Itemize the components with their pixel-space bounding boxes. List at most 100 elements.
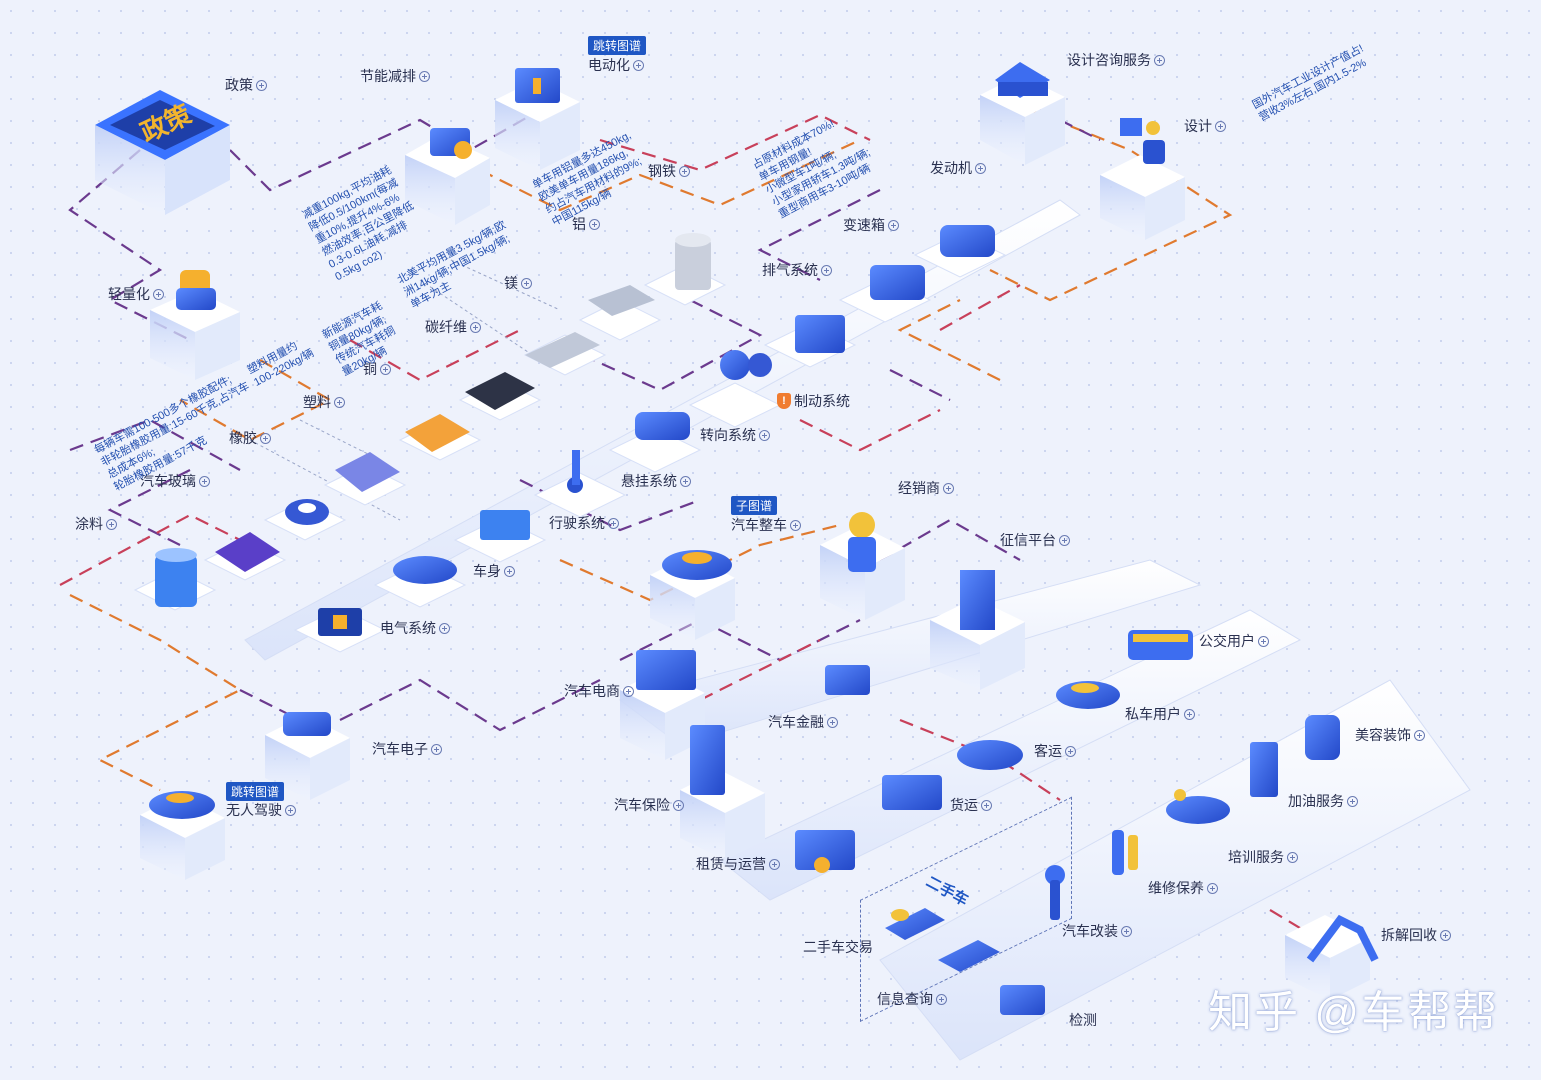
expand-icon[interactable] xyxy=(1059,534,1070,546)
expand-icon[interactable] xyxy=(1154,54,1165,66)
node-dealer[interactable]: 经销商 xyxy=(898,478,954,498)
expand-icon[interactable] xyxy=(431,743,442,755)
node-finance[interactable]: 汽车金融 xyxy=(768,712,838,732)
expand-icon[interactable] xyxy=(1065,745,1076,757)
node-beauty[interactable]: 美容装饰 xyxy=(1355,725,1425,745)
node-electrical[interactable]: 电气系统 xyxy=(380,618,450,638)
node-modification[interactable]: 汽车改装 xyxy=(1062,921,1132,941)
fuel-icon xyxy=(1250,742,1278,797)
node-lightweight[interactable]: 轻量化 xyxy=(108,284,164,304)
subgraph-tag[interactable]: 子图谱 xyxy=(731,496,778,515)
node-electrification[interactable]: 电动化 xyxy=(588,55,644,75)
expand-icon[interactable] xyxy=(680,475,691,487)
expand-icon[interactable] xyxy=(759,429,770,441)
expand-icon[interactable] xyxy=(936,993,947,1005)
expand-icon[interactable] xyxy=(1215,120,1226,132)
node-plastic[interactable]: 塑料 xyxy=(303,392,345,412)
node-vehicle[interactable]: 汽车整车 xyxy=(731,515,801,535)
expand-icon[interactable] xyxy=(888,219,899,231)
expand-icon[interactable] xyxy=(1207,882,1218,894)
transmission-icon xyxy=(870,265,925,300)
expand-icon[interactable] xyxy=(199,475,210,487)
node-body[interactable]: 车身 xyxy=(473,561,515,581)
expand-icon[interactable] xyxy=(679,165,690,177)
expand-icon[interactable] xyxy=(975,162,986,174)
node-engine[interactable]: 发动机 xyxy=(930,158,986,178)
expand-icon[interactable] xyxy=(285,804,296,816)
expand-icon[interactable] xyxy=(1121,925,1132,937)
expand-icon[interactable] xyxy=(260,432,271,444)
expand-icon[interactable] xyxy=(1287,851,1298,863)
designer-icon xyxy=(1120,118,1165,164)
node-ecommerce[interactable]: 汽车电商 xyxy=(564,681,634,701)
node-steering[interactable]: 转向系统 xyxy=(700,425,770,445)
node-insurance[interactable]: 汽车保险 xyxy=(614,795,684,815)
node-copper[interactable]: 铜 xyxy=(363,359,391,379)
node-magnesium[interactable]: 镁 xyxy=(504,273,532,293)
expand-icon[interactable] xyxy=(769,858,780,870)
electronics-icon xyxy=(283,712,331,736)
node-transmission[interactable]: 变速箱 xyxy=(843,215,899,235)
node-coating[interactable]: 涂料 xyxy=(75,514,117,534)
node-private-user[interactable]: 私车用户 xyxy=(1125,704,1195,724)
node-info-query[interactable]: 信息查询 xyxy=(877,989,947,1009)
expand-icon[interactable] xyxy=(256,79,267,91)
node-glass[interactable]: 汽车玻璃 xyxy=(140,471,210,491)
credit-icon xyxy=(960,570,995,630)
node-fuel[interactable]: 加油服务 xyxy=(1288,791,1358,811)
node-carbon-fiber[interactable]: 碳纤维 xyxy=(425,317,481,337)
expand-icon[interactable] xyxy=(821,264,832,276)
node-driving-system[interactable]: 行驶系统 xyxy=(549,513,619,533)
node-leasing[interactable]: 租赁与运营 xyxy=(696,854,780,874)
bus-icon xyxy=(1128,630,1193,660)
expand-icon[interactable] xyxy=(419,70,430,82)
expand-icon[interactable] xyxy=(521,277,532,289)
freight-icon xyxy=(882,775,942,810)
expand-icon[interactable] xyxy=(439,622,450,634)
expand-icon[interactable] xyxy=(1258,635,1269,647)
node-electronics[interactable]: 汽车电子 xyxy=(372,739,442,759)
node-inspection[interactable]: 检测 xyxy=(1069,1012,1097,1028)
expand-icon[interactable] xyxy=(608,517,619,529)
node-used-trade[interactable]: 二手车交易 xyxy=(803,939,873,955)
node-aluminum[interactable]: 铝 xyxy=(572,214,600,234)
node-exhaust[interactable]: 排气系统 xyxy=(762,260,832,280)
expand-icon[interactable] xyxy=(943,482,954,494)
node-passenger[interactable]: 客运 xyxy=(1034,741,1076,761)
node-freight[interactable]: 货运 xyxy=(950,795,992,815)
expand-icon[interactable] xyxy=(623,685,634,697)
expand-icon[interactable] xyxy=(1440,929,1451,941)
node-repair[interactable]: 维修保养 xyxy=(1148,878,1218,898)
expand-icon[interactable] xyxy=(1414,729,1425,741)
node-rubber[interactable]: 橡胶 xyxy=(229,428,271,448)
node-brake[interactable]: !制动系统 xyxy=(777,391,850,411)
expand-icon[interactable] xyxy=(1347,795,1358,807)
node-suspension[interactable]: 悬挂系统 xyxy=(621,471,691,491)
node-training[interactable]: 培训服务 xyxy=(1228,847,1298,867)
expand-icon[interactable] xyxy=(1184,708,1195,720)
jump-graph-tag[interactable]: 跳转图谱 xyxy=(226,782,285,801)
node-autonomous[interactable]: 无人驾驶 xyxy=(226,800,296,820)
expand-icon[interactable] xyxy=(633,59,644,71)
expand-icon[interactable] xyxy=(470,321,481,333)
jump-graph-tag[interactable]: 跳转图谱 xyxy=(588,36,647,55)
expand-icon[interactable] xyxy=(504,565,515,577)
expand-icon[interactable] xyxy=(153,288,164,300)
node-design-consulting[interactable]: 设计咨询服务 xyxy=(1067,50,1165,70)
node-steel[interactable]: 钢铁 xyxy=(648,161,690,181)
node-energy-saving[interactable]: 节能减排 xyxy=(360,66,430,86)
node-bus-user[interactable]: 公交用户 xyxy=(1199,631,1269,651)
expand-icon[interactable] xyxy=(827,716,838,728)
expand-icon[interactable] xyxy=(380,363,391,375)
node-dismantle[interactable]: 拆解回收 xyxy=(1381,925,1451,945)
exhaust-icon xyxy=(795,315,845,353)
expand-icon[interactable] xyxy=(589,218,600,230)
node-design[interactable]: 设计 xyxy=(1184,116,1226,136)
expand-icon[interactable] xyxy=(790,519,801,531)
expand-icon[interactable] xyxy=(981,799,992,811)
expand-icon[interactable] xyxy=(334,396,345,408)
node-policy[interactable]: 政策 xyxy=(225,75,267,95)
expand-icon[interactable] xyxy=(106,518,117,530)
expand-icon[interactable] xyxy=(673,799,684,811)
node-credit[interactable]: 征信平台 xyxy=(1000,530,1070,550)
